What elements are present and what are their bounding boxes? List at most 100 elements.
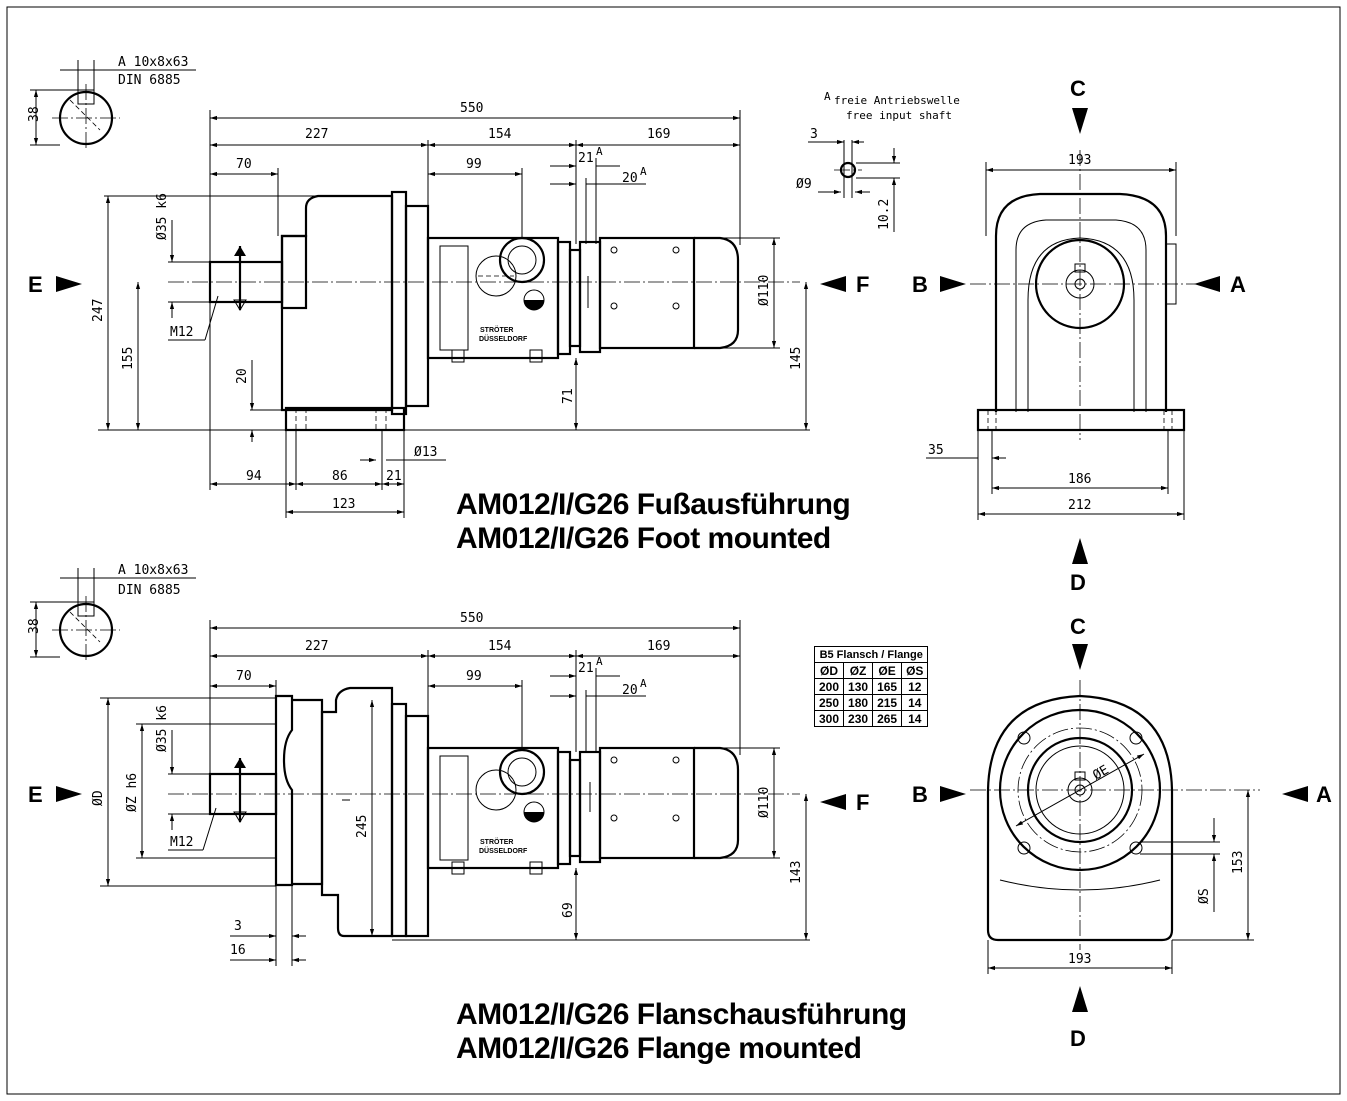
end-dim-oe: ØE bbox=[1091, 763, 1112, 784]
dim-69: 69 bbox=[561, 902, 576, 918]
end-dim-186: 186 bbox=[1068, 472, 1091, 487]
dim-169-bottom: 169 bbox=[647, 639, 670, 654]
view-f-top: F bbox=[856, 272, 869, 297]
dim-245: 245 bbox=[355, 815, 370, 838]
dim-550-bottom: 550 bbox=[460, 611, 483, 626]
key-dim-top: 38 bbox=[27, 106, 42, 122]
brand-city-bottom: DÜSSELDORF bbox=[479, 846, 528, 855]
dim-13: Ø13 bbox=[414, 445, 437, 460]
dim-20b-top: 20 bbox=[235, 368, 250, 384]
foot-mounted-side-view: STRÖTER DÜSSELDORF bbox=[91, 101, 810, 518]
title-foot-en: AM012/I/G26 Foot mounted bbox=[456, 522, 831, 555]
flange-mounted-side-view: STRÖTER DÜSSELDORF bbox=[91, 611, 810, 966]
view-d-bottom: D bbox=[1070, 1026, 1086, 1051]
dim-155: 155 bbox=[121, 347, 136, 370]
brand-name-bottom: STRÖTER bbox=[480, 837, 513, 846]
table-cell: 250 bbox=[813, 694, 845, 711]
view-c-top: C bbox=[1070, 76, 1086, 101]
dim-70-top: 70 bbox=[236, 157, 252, 172]
view-b-bottom: B bbox=[912, 782, 928, 807]
input-dim-102: 10.2 bbox=[877, 199, 892, 230]
dim-20-top: 20 bbox=[622, 171, 638, 186]
drawing-frame bbox=[6, 6, 1341, 1095]
title-flange-de: AM012/I/G26 Flanschausführung bbox=[456, 998, 907, 1031]
view-f-bottom: F bbox=[856, 790, 869, 815]
end-dim-35: 35 bbox=[928, 443, 944, 458]
end-dim-os: ØS bbox=[1197, 888, 1212, 904]
title-foot-de: AM012/I/G26 Fußausführung bbox=[456, 488, 850, 521]
dim-110-top: Ø110 bbox=[757, 275, 772, 306]
end-dim-193-bottom: 193 bbox=[1068, 952, 1091, 967]
dim-110-bottom: Ø110 bbox=[757, 787, 772, 818]
dim-550-top: 550 bbox=[460, 101, 483, 116]
key-detail-top: A 10x8x63 DIN 6885 38 bbox=[27, 55, 196, 150]
dim-od: ØD bbox=[91, 790, 106, 806]
dim-94: 94 bbox=[246, 469, 262, 484]
dim-71: 71 bbox=[561, 388, 576, 404]
dim-227-bottom: 227 bbox=[305, 639, 328, 654]
input-note-en: free input shaft bbox=[846, 109, 952, 122]
dim-99-top: 99 bbox=[466, 157, 482, 172]
end-dim-212: 212 bbox=[1068, 498, 1091, 513]
dim-oz: ØZ h6 bbox=[125, 773, 140, 812]
dim-21-sup-bottom: A bbox=[596, 655, 603, 668]
brand-name-top: STRÖTER bbox=[480, 325, 513, 334]
flange-mounted-end-view: ØE ØS 153 193 bbox=[970, 680, 1260, 974]
table-cell: 230 bbox=[843, 710, 874, 727]
dim-21-sup-top: A bbox=[596, 145, 603, 158]
view-b-top: B bbox=[912, 272, 928, 297]
table-cell: 14 bbox=[901, 694, 929, 711]
input-shaft-detail: A freie Antriebswelle free input shaft 3… bbox=[796, 90, 960, 232]
dim-20-sup-top: A bbox=[640, 165, 647, 178]
table-cell: 130 bbox=[843, 678, 874, 695]
end-dim-193-top: 193 bbox=[1068, 153, 1091, 168]
dim-21b: 21 bbox=[386, 469, 402, 484]
dim-shaft-bottom: Ø35 k6 bbox=[155, 705, 170, 752]
input-dim-3: 3 bbox=[810, 127, 818, 142]
key-std-top: DIN 6885 bbox=[118, 73, 181, 88]
dim-154-top: 154 bbox=[488, 127, 512, 142]
flange-table: B5 Flansch / Flange ØD ØZ ØE ØS 200 130 … bbox=[813, 646, 929, 727]
dim-20-bottom: 20 bbox=[622, 683, 638, 698]
dim-21-top: 21 bbox=[578, 151, 594, 166]
dim-70-bottom: 70 bbox=[236, 669, 252, 684]
dim-227-top: 227 bbox=[305, 127, 328, 142]
dim-3-bottom: 3 bbox=[234, 919, 242, 934]
view-a-top: A bbox=[1230, 272, 1246, 297]
table-cell: 300 bbox=[813, 710, 845, 727]
table-row: 200 130 165 12 bbox=[813, 678, 929, 695]
dim-m12-bottom: M12 bbox=[170, 835, 193, 850]
dim-143: 143 bbox=[789, 861, 804, 884]
table-cell: 215 bbox=[872, 694, 903, 711]
key-spec-top: A 10x8x63 bbox=[118, 55, 188, 70]
dim-123: 123 bbox=[332, 497, 355, 512]
table-cell: 12 bbox=[901, 678, 929, 695]
dim-21-bottom: 21 bbox=[578, 661, 594, 676]
dim-247: 247 bbox=[91, 299, 106, 322]
dim-16-bottom: 16 bbox=[230, 943, 246, 958]
key-std-bottom: DIN 6885 bbox=[118, 583, 181, 598]
view-d-top: D bbox=[1070, 570, 1086, 595]
view-e-top: E bbox=[28, 272, 43, 297]
dim-86: 86 bbox=[332, 469, 348, 484]
table-cell: 165 bbox=[872, 678, 903, 695]
input-note-sup: A bbox=[824, 90, 831, 103]
flange-table-header: ØE bbox=[872, 662, 903, 679]
key-spec-bottom: A 10x8x63 bbox=[118, 563, 188, 578]
view-arrows: E F B A C D E F B A C D bbox=[28, 76, 1332, 1051]
input-note-de: freie Antriebswelle bbox=[834, 94, 960, 107]
table-row: 250 180 215 14 bbox=[813, 694, 929, 711]
dim-shaft-top: Ø35 k6 bbox=[155, 193, 170, 240]
view-a-bottom: A bbox=[1316, 782, 1332, 807]
dim-20-sup-bottom: A bbox=[640, 677, 647, 690]
dim-154-bottom: 154 bbox=[488, 639, 512, 654]
table-cell: 265 bbox=[872, 710, 903, 727]
table-cell: 14 bbox=[901, 710, 929, 727]
dim-145: 145 bbox=[789, 347, 804, 370]
dim-169-top: 169 bbox=[647, 127, 670, 142]
brand-city-top: DÜSSELDORF bbox=[479, 334, 528, 343]
table-cell: 180 bbox=[843, 694, 874, 711]
title-flange-en: AM012/I/G26 Flange mounted bbox=[456, 1032, 861, 1065]
key-dim-bottom: 38 bbox=[27, 618, 42, 634]
view-c-bottom: C bbox=[1070, 614, 1086, 639]
